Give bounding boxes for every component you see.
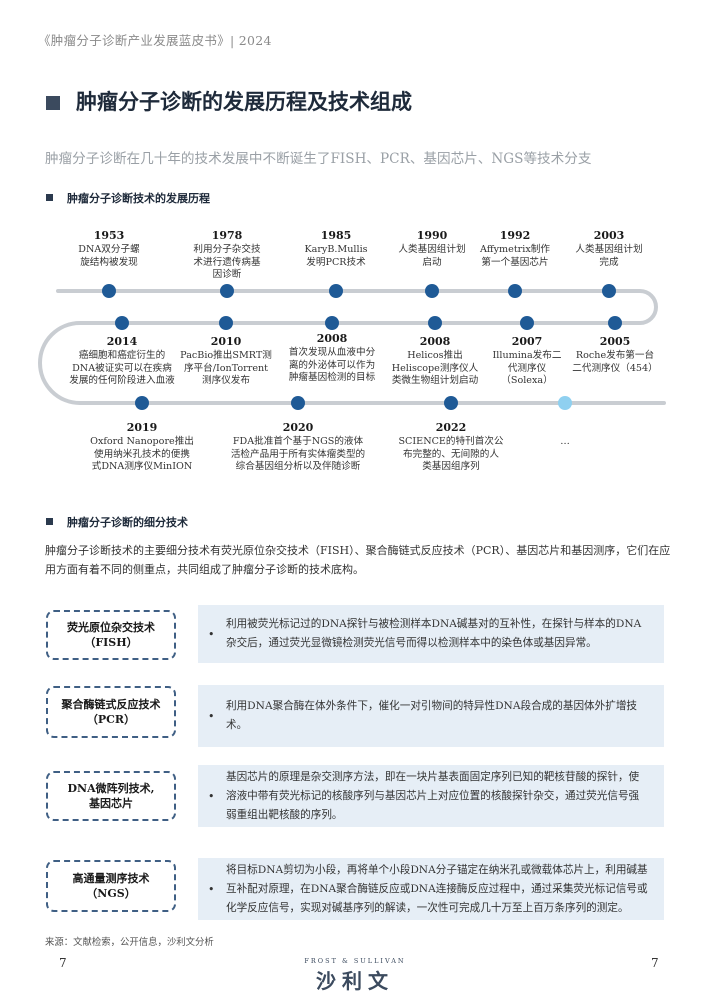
timeline-event-text: FDA批准首个基于NGS的液体活检产品用于所有实体瘤类型的综合基因组分析以及伴随… <box>230 436 366 472</box>
tech-description-box: • 利用DNA聚合酶在体外条件下，催化一对引物间的特异性DNA段合成的基因体外扩增… <box>198 685 664 747</box>
page-number-right: 7 <box>651 956 659 970</box>
tech-description-box: • 利用被荧光标记过的DNA探针与被检测样本DNA碱基对的互补性，在探针与样本的D… <box>198 605 664 663</box>
timeline-event-text: Affymetrix制作第一个基因芯片 <box>480 244 550 268</box>
timeline-dot <box>291 396 305 410</box>
bullet-icon: • <box>208 709 215 723</box>
tech-name-box: 高通量测序技术（NGS） <box>46 860 176 912</box>
timeline-dot <box>428 316 442 330</box>
tech-description: 利用DNA聚合酶在体外条件下，催化一对引物间的特异性DNA段合成的基因体外扩增技… <box>226 700 638 731</box>
timeline-year: 2014 <box>106 335 138 348</box>
timeline-year: 2019 <box>126 421 158 434</box>
page-number-left: 7 <box>59 956 67 970</box>
timeline-year: 1992 <box>499 229 531 242</box>
timeline-year: 2022 <box>435 421 467 434</box>
logo-wordmark: FROST & SULLIVAN <box>304 957 406 965</box>
timeline-event-text: Oxford Nanopore推出使用纳米孔技术的便携式DNA测序仪MinION <box>90 436 194 472</box>
source-note: 来源：文献检索，公开信息，沙利文分析 <box>45 937 214 948</box>
timeline-track <box>38 289 666 405</box>
bullet-icon: • <box>208 627 215 641</box>
timeline-ellipsis: … <box>560 436 570 447</box>
timeline-year: 2008 <box>316 332 348 345</box>
timeline-year: 1953 <box>93 229 125 242</box>
timeline-year: 1978 <box>211 229 243 242</box>
timeline-event-text: 人类基因组计划完成 <box>575 244 643 268</box>
bullet-icon: • <box>208 882 215 896</box>
bullet-icon: • <box>208 789 215 803</box>
section-square-icon <box>46 518 53 525</box>
timeline-event-text: Illumina发布二代测序仪（Solexa） <box>492 350 562 386</box>
timeline-dot <box>325 316 339 330</box>
timeline-year: 1985 <box>320 229 352 242</box>
timeline-dot <box>219 316 233 330</box>
timeline-dot <box>102 284 116 298</box>
page-subtitle: 肿瘤分子诊断在几十年的技术发展中不断诞生了FISH、PCR、基因芯片、NGS等技… <box>45 151 592 167</box>
timeline-event-text: 人类基因组计划启动 <box>398 244 466 268</box>
timeline-dot <box>329 284 343 298</box>
timeline-dot <box>520 316 534 330</box>
page-title: 肿瘤分子诊断的发展历程及技术组成 <box>76 89 412 114</box>
tech-description: 基因芯片的原理是杂交测序方法，即在一块片基表面固定序列已知的靶核苷酸的探针，使溶… <box>226 770 640 821</box>
section-title-techs: 肿瘤分子诊断的细分技术 <box>67 516 188 529</box>
tech-description: 将目标DNA剪切为小段，再将单个小段DNA分子锚定在纳米孔或微载体芯片上，利用碱… <box>226 863 648 914</box>
timeline-dot <box>135 396 149 410</box>
timeline-event-text: 利用分子杂交技术进行遗传病基因诊断 <box>193 244 261 280</box>
timeline-dot <box>508 284 522 298</box>
timeline-year: 2005 <box>599 335 631 348</box>
timeline-event-text: SCIENCE的特刊首次公布完整的、无间隙的人类基因组序列 <box>398 436 504 472</box>
timeline-year: 2007 <box>511 335 543 348</box>
timeline-dot <box>220 284 234 298</box>
timeline-dot <box>602 284 616 298</box>
tech-name-box: 荧光原位杂交技术（FISH） <box>46 610 176 660</box>
timeline-dot <box>115 316 129 330</box>
timeline-year: 1990 <box>416 229 448 242</box>
section-title-history: 肿瘤分子诊断技术的发展历程 <box>67 192 210 205</box>
tech-name-box: DNA微阵列技术,基因芯片 <box>46 771 176 821</box>
timeline-dot <box>444 396 458 410</box>
tech-description-box: • 将目标DNA剪切为小段，再将单个小段DNA分子锚定在纳米孔或微载体芯片上，利用… <box>198 858 664 920</box>
section-square-icon <box>46 194 53 201</box>
timeline-year: 2008 <box>419 335 451 348</box>
tech-name-box: 聚合酶链式反应技术（PCR） <box>46 686 176 738</box>
tech-description: 利用被荧光标记过的DNA探针与被检测样本DNA碱基对的互补性，在探针与样本的DN… <box>226 618 642 649</box>
timeline-year: 2010 <box>210 335 242 348</box>
timeline-event-text: 首次发现从血液中分离的外泌体可以作为肿瘤基因检测的目标 <box>288 347 376 383</box>
timeline-event-text: DNA双分子螺旋结构被发现 <box>78 244 140 268</box>
timeline-dot <box>608 316 622 330</box>
logo: 沙利文 <box>316 969 394 993</box>
timeline-future-dot <box>558 396 572 410</box>
tech-description-box: • 基因芯片的原理是杂交测序方法，即在一块片基表面固定序列已知的靶核苷酸的探针，使… <box>198 765 664 827</box>
timeline-year: 2003 <box>593 229 625 242</box>
intro-paragraph: 肿瘤分子诊断技术的主要细分技术有荧光原位杂交技术（FISH）、聚合酶链式反应技术… <box>45 544 671 576</box>
timeline-event-text: Roche发布第一台二代测序仪（454） <box>572 350 658 374</box>
timeline-year: 2020 <box>282 421 314 434</box>
report-header: 《肿瘤分子诊断产业发展蓝皮书》| 2024 <box>38 33 272 48</box>
timeline-dot <box>425 284 439 298</box>
title-square-icon <box>46 96 60 110</box>
